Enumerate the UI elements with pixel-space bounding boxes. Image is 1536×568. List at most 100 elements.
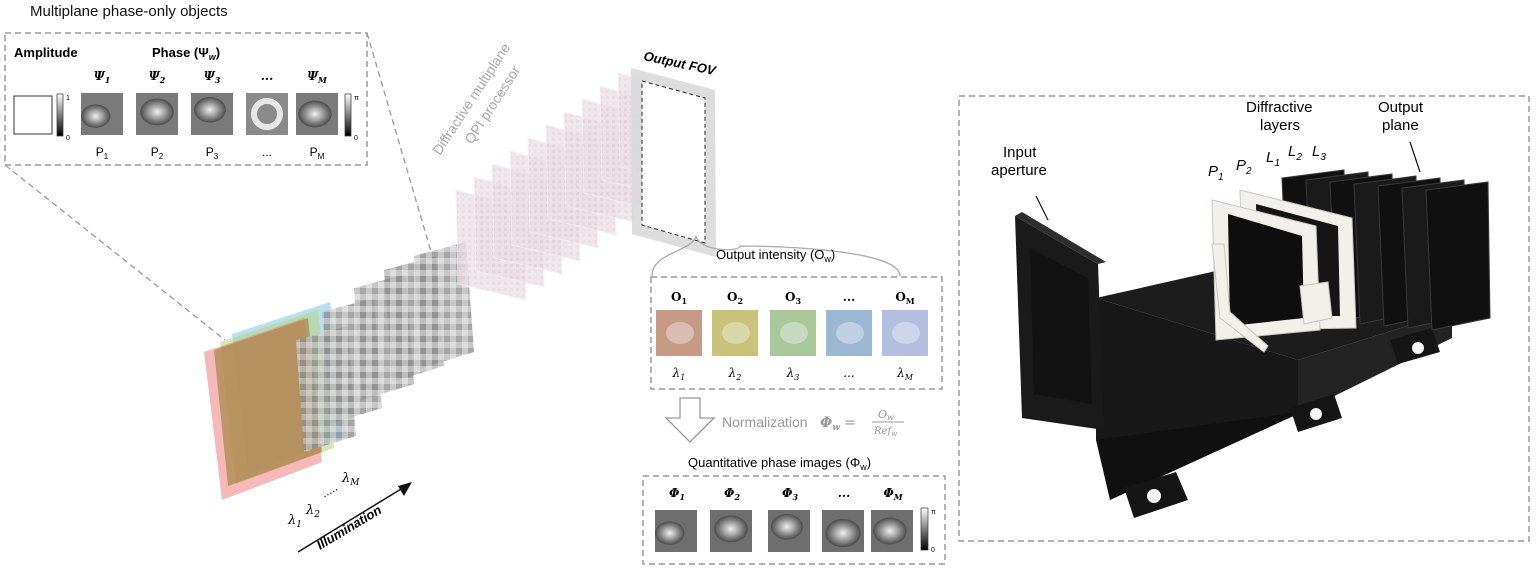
diffractive-layers-label-line2: layers: [1260, 117, 1300, 134]
device-layer-7: [1425, 181, 1491, 331]
phase-image-feature-2: [714, 515, 748, 543]
diffractive-layers-label-line1: Diffractive: [1246, 99, 1312, 116]
phase-image-feature-3: [770, 514, 803, 540]
device-front-wall: [1096, 298, 1298, 440]
input-aperture-label-line1: Input: [1003, 144, 1037, 161]
output-feature-5: [892, 322, 920, 344]
output-feature-4: [836, 322, 864, 344]
phase-images-title: Quantitative phase images (Φw): [688, 455, 871, 472]
phase-object-symbol-2: Ψ2: [149, 69, 166, 85]
phase-images-scale-max: π: [931, 509, 936, 516]
p2-label: P2: [1236, 157, 1252, 177]
device-foot-3-hole: [1412, 342, 1424, 354]
phase-object-symbol-3: Ψ3: [204, 69, 221, 85]
normalization-label: Normalization: [722, 414, 808, 430]
input-aperture-plate-face: [1030, 248, 1092, 404]
illumination-arrow: Illumination λ1 λ2 ..... λM: [287, 471, 412, 553]
output-plane-label-line1: Output: [1378, 99, 1424, 116]
plane-label-4: ...: [262, 145, 272, 159]
normalization-arrow: [664, 397, 716, 443]
input-aperture-label-line2: aperture: [991, 162, 1047, 179]
lambda-1-label: λ1: [287, 513, 302, 530]
input-aperture-pointer: [1035, 195, 1049, 221]
p1-holder-clip: [1211, 243, 1269, 353]
normalization-denominator: Refw: [873, 426, 897, 438]
illumination-plane-overlap: [214, 318, 322, 486]
device-foot-1-hole: [1147, 489, 1161, 503]
phase-image-symbol-3: Φ3: [782, 486, 798, 502]
phase-scale-max: π: [354, 95, 359, 102]
output-intensity-title: Output intensity (Ow): [716, 247, 835, 264]
phase-image-feature-4: [825, 518, 861, 548]
objects-panel-frame: [4, 32, 368, 166]
lambda-2-label: λ2: [305, 503, 320, 520]
phase-image-symbol-5: ΦM: [883, 486, 903, 502]
l2-label: L2: [1288, 143, 1302, 163]
amplitude-colorbar: [56, 93, 64, 137]
phase-image-symbol-1: Φ1: [669, 486, 685, 502]
p1-label: P1: [1208, 163, 1224, 183]
phase-object-slices: [296, 242, 474, 452]
phase-object-symbol-5: ΨM: [307, 69, 328, 85]
output-thumb-3: [770, 310, 816, 356]
output-lambda-2: λ2: [728, 366, 742, 382]
phase-object-feature-1: [81, 104, 111, 128]
output-feature-1: [666, 322, 694, 344]
output-thumb-1: [656, 310, 702, 356]
device-photo-frame: [958, 95, 1530, 542]
phase-object-symbol-1: Ψ1: [94, 69, 111, 85]
output-lambda-3: λ3: [786, 366, 800, 382]
plane-label-3: P3: [206, 145, 219, 161]
phase-images-scale-min: 0: [931, 547, 935, 554]
output-symbol-1: O1: [671, 290, 687, 306]
normalization-lhs: Φw=: [820, 415, 856, 433]
phase-label: Phase (Ψw): [152, 45, 220, 62]
phase-colorbar: [344, 93, 352, 137]
output-lambda-5: λM: [896, 366, 914, 382]
p1-white-window: [1228, 214, 1304, 326]
output-symbol-4: ...: [843, 290, 856, 304]
objects-panel: Multiplane phase-only objects Amplitude …: [4, 3, 368, 166]
phase-object-feature-3: [193, 97, 226, 123]
phase-scale-min: 0: [354, 135, 358, 142]
plane-label-2: P2: [151, 145, 164, 161]
normalization-step: Normalization Φw= Ow Refw: [664, 397, 904, 443]
amplitude-scale-max: 1: [66, 95, 70, 102]
illumination-label: Illumination: [314, 502, 384, 552]
phase-image-symbol-2: Φ2: [724, 486, 740, 502]
output-fov-label: Output FOV: [642, 48, 718, 78]
amplitude-scale-min: 0: [66, 135, 70, 142]
phase-image-feature-1: [655, 521, 685, 545]
output-feature-3: [780, 322, 808, 344]
p2-holder-clip: [1299, 281, 1333, 325]
device-photo-panel: Input aperture Diffractive layers Output…: [958, 95, 1530, 542]
amplitude-label: Amplitude: [14, 45, 78, 60]
output-plane-label-line2: plane: [1382, 117, 1419, 134]
output-thumb-2: [712, 310, 758, 356]
output-lambda-1: λ1: [672, 366, 686, 382]
phase-images-frame: [642, 475, 946, 565]
output-lambda-4: ...: [843, 366, 854, 380]
zoom-line-left: [4, 164, 226, 341]
phase-image-symbol-4: ...: [838, 486, 851, 500]
zoom-line-right: [366, 32, 433, 256]
output-thumb-5: [882, 310, 928, 356]
phase-images-columns: Φ1 Φ2 Φ3... ΦM: [655, 486, 913, 552]
output-plane-pointer: [1409, 141, 1421, 173]
lambda-dots: .....: [318, 480, 340, 501]
illumination-arrow-shaft: [297, 485, 407, 553]
amplitude-square: [13, 95, 53, 135]
phase-object-feature-5: [298, 100, 332, 128]
output-fov-window: [641, 80, 706, 244]
illumination-arrow-head: [398, 482, 412, 496]
lambda-m-label: λM: [341, 471, 360, 488]
phase-object-feature-2: [140, 98, 174, 126]
normalization-numerator: Ow: [878, 408, 894, 422]
plane-label-5: PM: [310, 145, 325, 161]
output-symbol-2: O2: [727, 290, 743, 306]
phase-images-colorbar: [920, 507, 929, 551]
output-symbol-5: OM: [895, 290, 914, 306]
